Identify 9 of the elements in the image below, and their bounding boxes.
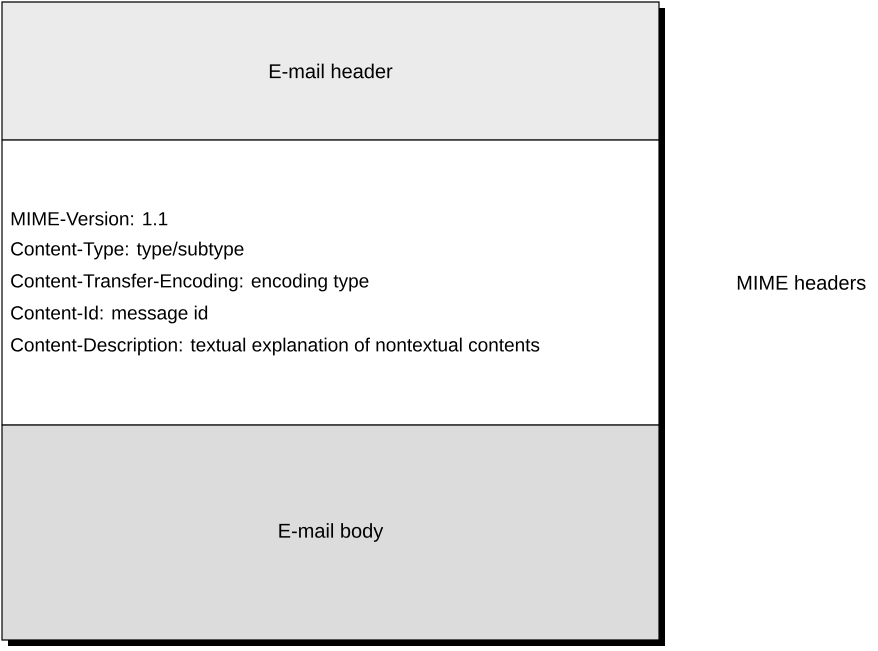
header-line: MIME-Version: 1.1 (12, 212, 168, 226)
header-line: Content-Description: textual explanation of nontextual contents (11, 338, 540, 356)
header-line: Content-Transfer-Encoding: encoding type (11, 274, 368, 292)
section-box: E-mail body (1, 424, 660, 641)
header-line: Content-Type: type/subtype (11, 242, 244, 260)
section-box: E-mail header (1, 1, 660, 141)
section-box (1, 139, 660, 426)
header-line: Content-Id: message id (11, 306, 208, 324)
side-label: MIME headers (738, 275, 866, 290)
